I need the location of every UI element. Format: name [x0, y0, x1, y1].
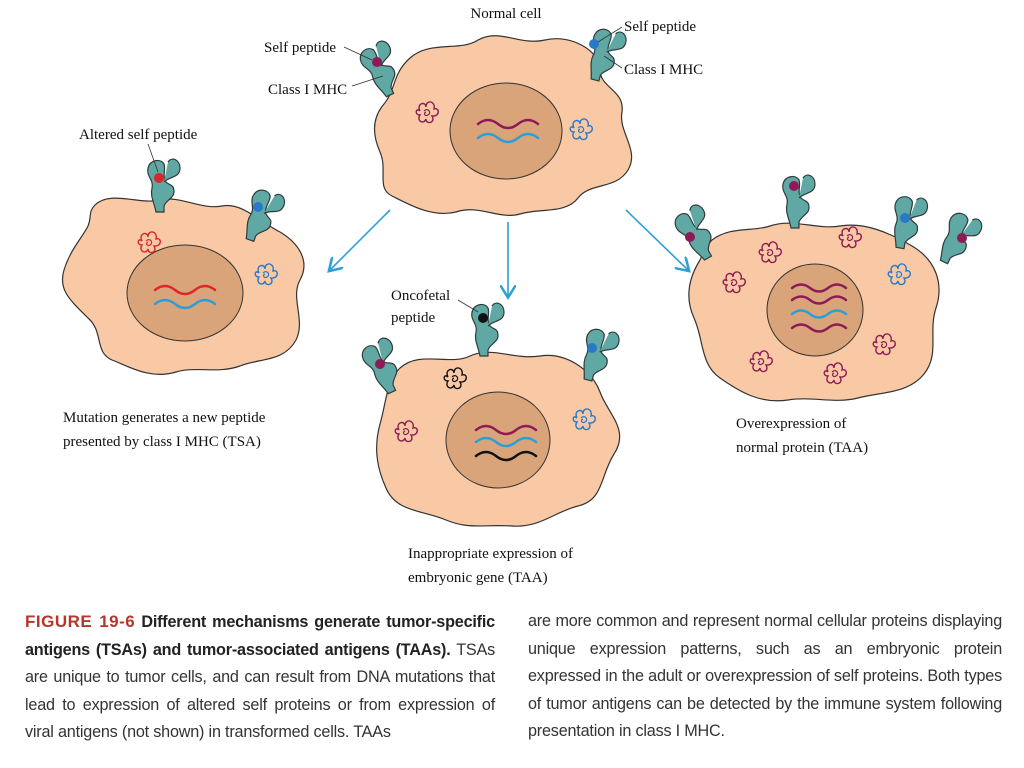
label-class1-mhc-right: Class I MHC	[624, 62, 703, 78]
self-peptide-right	[589, 39, 599, 49]
leader-lines	[147, 26, 623, 313]
normal-nucleus	[449, 82, 563, 180]
label-embryonic-line2: embryonic gene (TAA)	[408, 570, 548, 586]
label-overexp-line1: Overexpression of	[736, 416, 846, 432]
label-self-peptide-right: Self peptide	[624, 19, 696, 35]
label-oncofetal-line1: Oncofetal	[391, 288, 450, 304]
label-embryonic-line1: Inappropriate expression of	[408, 546, 573, 562]
antigen-mechanisms-diagram: Normal cell Self peptide Class I MHC Sel…	[61, 6, 986, 586]
figure-title: Different mechanisms generate tumor-spec…	[25, 613, 495, 659]
embryonic-nucleus	[445, 391, 551, 489]
overexpression-cell	[670, 174, 986, 402]
label-tsa-line2: presented by class I MHC (TSA)	[63, 434, 261, 450]
arrow-to-tsa	[330, 209, 391, 270]
arrow-to-overexpression	[625, 209, 688, 270]
figure-number: FIGURE 19-6	[25, 612, 136, 631]
normal-cell	[355, 25, 633, 216]
caption-text-right: are more common and represent normal cel…	[528, 612, 1002, 740]
label-altered-self-peptide: Altered self peptide	[79, 127, 198, 143]
overexpression-nucleus	[766, 263, 864, 357]
embryonic-cell	[357, 302, 622, 527]
self-peptide-left	[372, 57, 382, 67]
figure-caption-left: FIGURE 19-6 Different mechanisms generat…	[25, 608, 495, 747]
label-overexp-line2: normal protein (TAA)	[736, 440, 868, 456]
tsa-cell	[61, 158, 305, 376]
oncofetal-peptide	[478, 313, 488, 323]
label-self-peptide-left: Self peptide	[264, 40, 336, 56]
label-tsa-line1: Mutation generates a new peptide	[63, 410, 266, 426]
label-normal-cell: Normal cell	[470, 6, 541, 22]
altered-peptide	[154, 173, 164, 183]
label-class1-mhc-left: Class I MHC	[268, 82, 347, 98]
label-oncofetal-line2: peptide	[391, 310, 435, 326]
figure-caption-right: are more common and represent normal cel…	[528, 608, 1002, 746]
caption-text-left: TSAs are unique to tumor cells, and can …	[25, 640, 495, 742]
